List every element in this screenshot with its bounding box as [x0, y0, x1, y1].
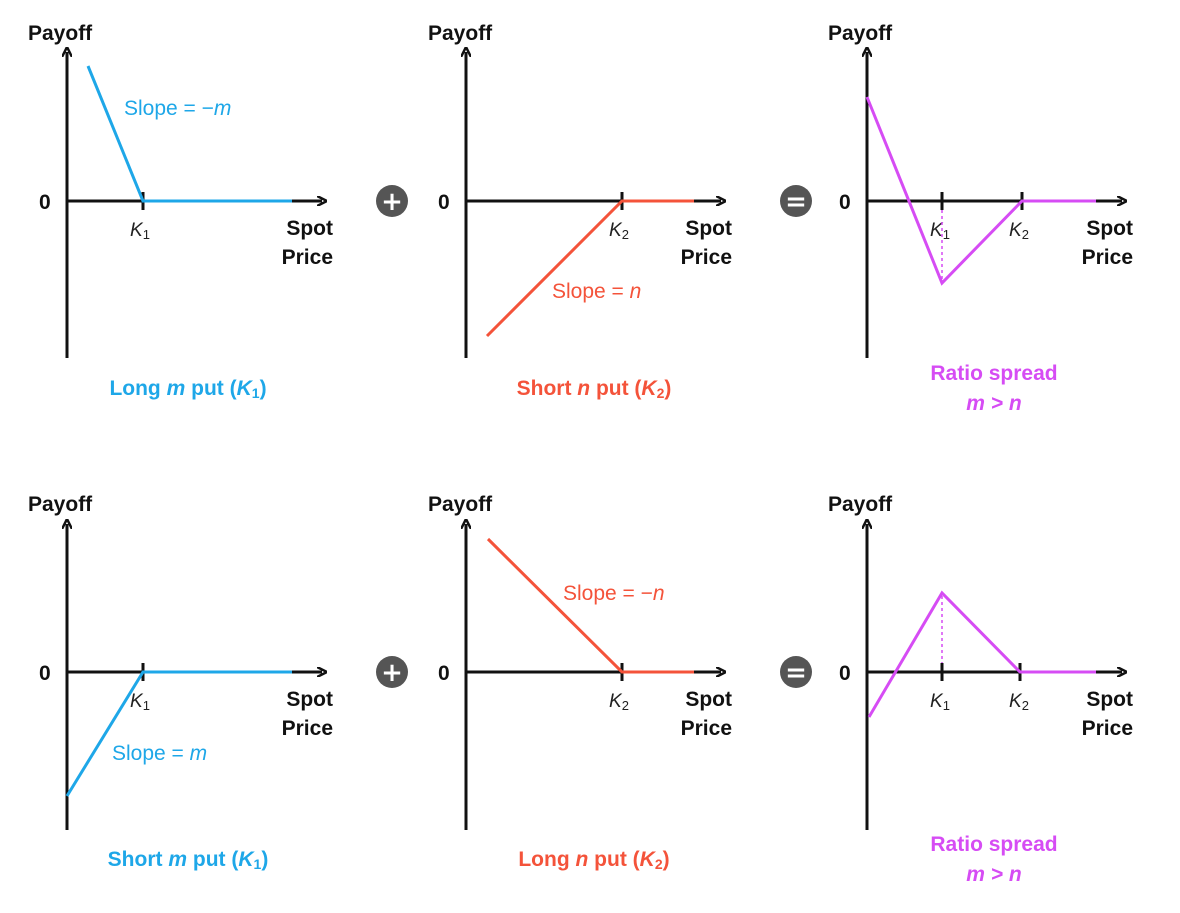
k2-label: K2: [609, 220, 629, 242]
plus-operator: +: [376, 185, 408, 217]
zero-label: 0: [438, 662, 450, 685]
panel-short-m-put: Payoff 0 K1 Spot Price Slope = m Short m…: [28, 493, 333, 872]
plus-operator: +: [376, 656, 408, 688]
payoff-line-ratio-spread: [865, 96, 1096, 286]
zero-label: 0: [438, 191, 450, 214]
slope-label: Slope = −n: [563, 582, 665, 605]
svg-text:=: =: [785, 658, 807, 688]
payoff-label: Payoff: [428, 493, 493, 516]
price-label: Price: [681, 717, 732, 740]
payoff-line-ratio-spread: [867, 590, 1096, 718]
panel-caption: Long m put (K1): [109, 377, 266, 401]
zero-label: 0: [839, 191, 851, 214]
panel-caption: Short n put (K2): [517, 377, 672, 401]
spot-label: Spot: [685, 217, 732, 240]
slope-label: Slope = −m: [124, 97, 231, 120]
price-label: Price: [1082, 717, 1133, 740]
price-label: Price: [1082, 246, 1133, 269]
panel-ratio-spread: Payoff 0 K1 K2 Spot Price Ratio spread m…: [828, 493, 1133, 886]
panel-caption-condition: m > n: [966, 392, 1021, 415]
svg-text:=: =: [785, 187, 807, 217]
slope-label: Slope = n: [552, 280, 641, 303]
k1-label: K1: [930, 691, 950, 713]
equals-operator: =: [780, 656, 812, 688]
payoff-line-short-put: [65, 670, 292, 797]
payoff-line-long-put: [486, 537, 694, 674]
k2-label: K2: [609, 691, 629, 713]
zero-label: 0: [839, 662, 851, 685]
spot-label: Spot: [286, 688, 333, 711]
payoff-line-short-put: [485, 199, 694, 338]
panel-caption: Long n put (K2): [518, 848, 669, 872]
k1-label: K1: [130, 691, 150, 713]
k1-label: K1: [930, 220, 950, 242]
panel-long-m-put: Payoff 0 K1 Spot Price Slope = −m Long m…: [28, 22, 333, 401]
panel-caption: Short m put (K1): [108, 848, 269, 872]
panel-caption: Ratio spread: [930, 362, 1057, 385]
zero-label: 0: [39, 191, 51, 214]
svg-text:+: +: [381, 187, 403, 217]
k2-label: K2: [1009, 220, 1029, 242]
price-label: Price: [681, 246, 732, 269]
payoff-line-long-put: [86, 65, 292, 203]
payoff-label: Payoff: [28, 22, 93, 45]
equals-operator: =: [780, 185, 812, 217]
svg-text:+: +: [381, 658, 403, 688]
slope-label: Slope = m: [112, 742, 207, 765]
spot-label: Spot: [685, 688, 732, 711]
panel-long-n-put: Payoff 0 K2 Spot Price Slope = −n Long n…: [428, 493, 732, 872]
k1-label: K1: [130, 220, 150, 242]
price-label: Price: [282, 246, 333, 269]
payoff-label: Payoff: [428, 22, 493, 45]
panel-caption: Ratio spread: [930, 833, 1057, 856]
spot-label: Spot: [1086, 217, 1133, 240]
zero-label: 0: [39, 662, 51, 685]
panel-short-n-put: Payoff 0 K2 Spot Price Slope = n Short n…: [428, 22, 732, 401]
payoff-label: Payoff: [28, 493, 93, 516]
price-label: Price: [282, 717, 333, 740]
payoff-label: Payoff: [828, 493, 893, 516]
k2-label: K2: [1009, 691, 1029, 713]
payoff-label: Payoff: [828, 22, 893, 45]
panel-ratio-spread: Payoff 0 K1 K2 Spot Price Ratio spread m…: [828, 22, 1133, 415]
panel-caption-condition: m > n: [966, 863, 1021, 886]
spot-label: Spot: [1086, 688, 1133, 711]
spot-label: Spot: [286, 217, 333, 240]
